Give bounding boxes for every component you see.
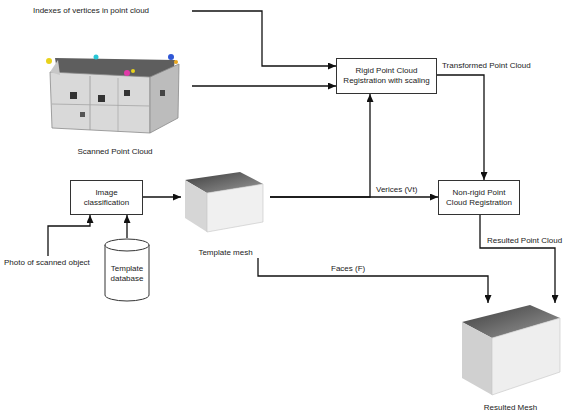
connector [437, 75, 484, 180]
connector [143, 196, 181, 197]
edge-label: Verices (Vt) [375, 185, 418, 195]
edge-label: Transformed Point Cloud [441, 61, 532, 71]
mesh-figure: Resulted Mesh [456, 303, 565, 413]
box-label: Image classification [75, 188, 138, 207]
edge-label: Resulted Point Cloud [486, 236, 563, 246]
annotation: Photo of scanned object [4, 258, 90, 268]
caption: Resulted Mesh [456, 403, 565, 413]
resulted-mesh-illustration [462, 305, 560, 395]
connector [126, 215, 127, 238]
caption: Scanned Point Cloud [38, 147, 192, 157]
box-label: Rigid Point Cloud Registration with scal… [341, 66, 432, 85]
connector [258, 258, 488, 303]
process-box: Rigid Point Cloud Registration with scal… [336, 58, 437, 94]
input-arrow [192, 11, 336, 66]
mesh-figure: Template mesh [181, 170, 270, 258]
process-box: Non-rigid Point Cloud Registration [438, 180, 520, 215]
caption: Template mesh [181, 248, 270, 258]
edge-label: Faces (F) [330, 264, 366, 274]
connector [192, 85, 336, 86]
database-cylinder: Template database [104, 238, 150, 302]
connector [480, 215, 555, 303]
input-arrow [48, 215, 90, 256]
point-cloud-illustration [46, 54, 179, 133]
box-label: Non-rigid Point Cloud Registration [443, 188, 515, 207]
point-cloud-figure: Scanned Point Cloud [38, 45, 192, 157]
connector [270, 94, 370, 197]
process-box: Image classification [70, 180, 143, 215]
annotation: Indexes of vertices in point cloud [33, 6, 149, 16]
template-mesh-illustration [185, 172, 263, 232]
caption: Template database [104, 264, 150, 284]
